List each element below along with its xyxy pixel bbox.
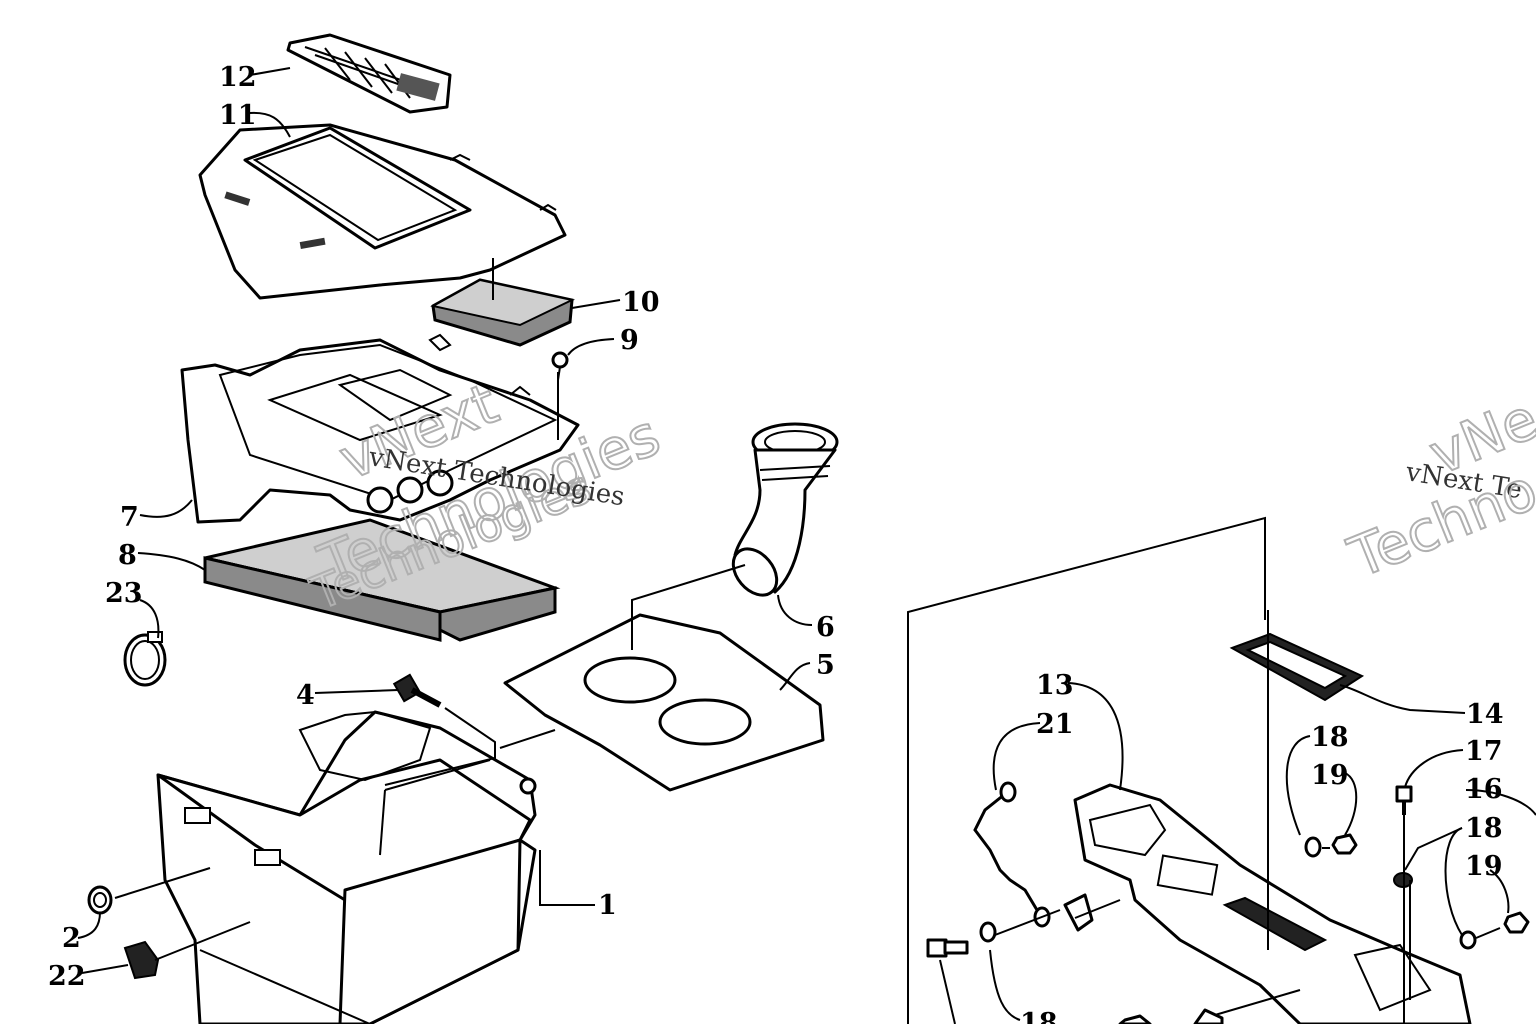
part-2-grommet (87, 885, 113, 915)
callout-6: 6 (816, 612, 835, 643)
hardware-nut-19a (1331, 833, 1358, 855)
callout-21: 21 (1036, 709, 1074, 740)
callout-22: 22 (48, 961, 86, 992)
hardware-washer-18c (1459, 930, 1477, 950)
part-4-bolt (392, 673, 442, 708)
callout-23: 23 (105, 578, 143, 609)
part-5-gasket-plate (503, 613, 825, 792)
callout-4: 4 (296, 680, 315, 711)
callout-8: 8 (118, 540, 137, 571)
callout-1: 1 (598, 890, 617, 921)
part-22-clip (123, 940, 160, 980)
callout-11: 11 (219, 100, 257, 131)
right-group-frame (907, 516, 1266, 1024)
callout-7: 7 (120, 502, 139, 533)
hardware-bolt-bottom (926, 938, 969, 958)
hardware-washer-18a (1304, 836, 1322, 858)
callout-16: 16 (1465, 774, 1503, 805)
part-8-main-filter-foam (203, 518, 561, 642)
part-11-silencer-cover (198, 123, 567, 300)
part-6-intake-boot (731, 422, 839, 597)
callout-labels: 12 11 10 9 7 8 23 6 5 4 2 22 1 13 21 14 … (48, 62, 1504, 1024)
callout-18b: 18 (1465, 813, 1503, 844)
hardware-mount-plate (1063, 893, 1224, 1024)
callout-14: 14 (1466, 699, 1504, 730)
leader-lines (77, 67, 1536, 1024)
part-12-intake-grille (286, 33, 452, 114)
callout-19b: 19 (1465, 851, 1503, 882)
watermark-right: vNext Te vNe Techno (1339, 386, 1536, 593)
part-23-hose-clamp (123, 631, 167, 687)
callout-12: 12 (219, 62, 257, 93)
part-9-screw (551, 351, 569, 381)
callout-5: 5 (816, 650, 835, 681)
callout-9: 9 (620, 325, 639, 356)
callout-18a: 18 (1311, 722, 1349, 753)
hardware-nut-19b (1503, 911, 1530, 934)
callout-17: 17 (1465, 736, 1503, 767)
hardware-washer-bottom (979, 921, 997, 943)
part-1-lower-airbox (156, 710, 537, 1024)
callout-13: 13 (1036, 670, 1074, 701)
part-10-filter-element (430, 278, 576, 347)
callout-19a: 19 (1311, 760, 1349, 791)
callout-18c: 18 (1020, 1008, 1058, 1024)
part-13-intake-duct (1073, 783, 1472, 1024)
part-14-seal (1229, 632, 1365, 702)
part-21-support-rod (973, 781, 1051, 928)
callout-2: 2 (62, 923, 81, 954)
hardware-bolt-17 (1395, 785, 1413, 815)
callout-10: 10 (622, 287, 660, 318)
part-7-silencer-upper-housing (180, 333, 580, 524)
